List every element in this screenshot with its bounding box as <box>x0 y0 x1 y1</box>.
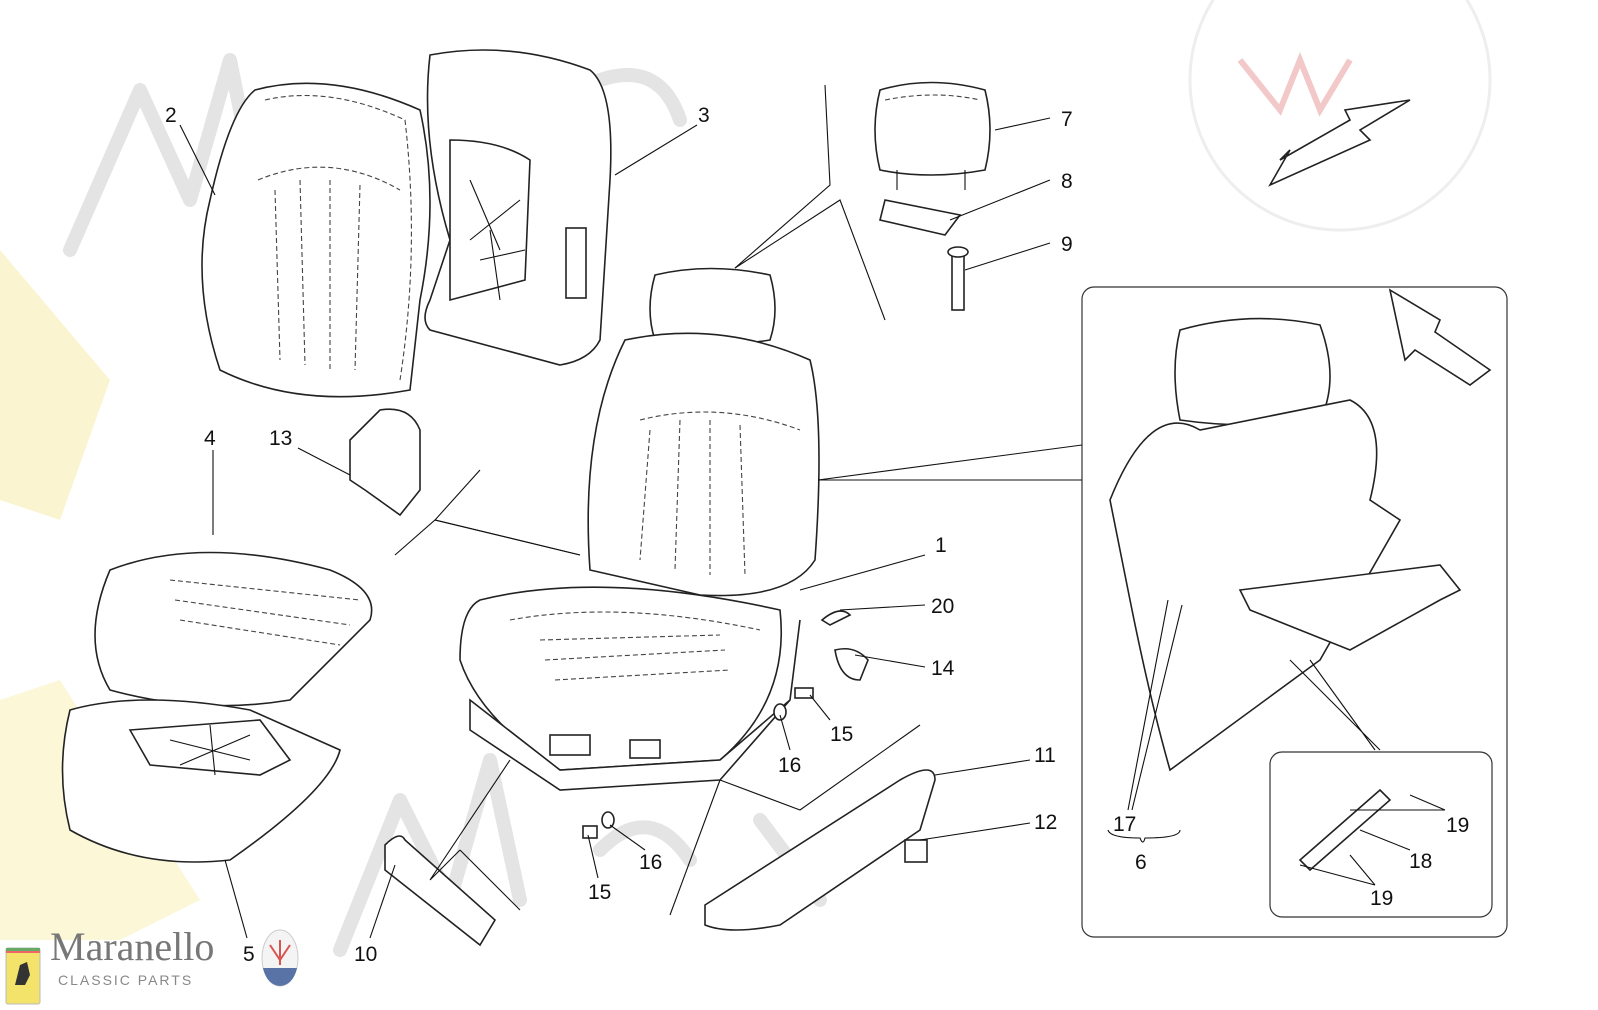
part-backrest-panel[interactable] <box>424 49 612 366</box>
callout-9: 9 <box>1061 233 1073 256</box>
callout-16: 16 <box>778 754 801 777</box>
part-backrest-cover[interactable] <box>201 82 431 398</box>
callout-19b: 19 <box>1370 887 1393 910</box>
part-screw[interactable] <box>582 687 814 839</box>
part-seat-pad[interactable] <box>61 699 341 863</box>
callout-6: 6 <box>1135 851 1147 874</box>
callout-19: 19 <box>1446 814 1469 837</box>
trident-watermark-icon <box>1237 51 1353 117</box>
leader-lines <box>179 84 1446 939</box>
callouts: 1 2 3 4 5 6 7 8 9 10 11 12 13 14 15 15 1… <box>165 104 1469 966</box>
callout-8: 8 <box>1061 170 1073 193</box>
logo-subtitle: CLASSIC PARTS <box>58 972 194 988</box>
callout-11: 11 <box>1034 744 1056 767</box>
callout-18: 18 <box>1409 850 1432 873</box>
part-side-trim[interactable] <box>704 769 936 931</box>
ferrari-badge-icon <box>5 947 41 1005</box>
callout-16b: 16 <box>639 851 662 874</box>
callout-7: 7 <box>1061 108 1073 131</box>
logo-brand: Maranello <box>50 924 215 969</box>
maserati-badge-icon <box>261 929 299 987</box>
callout-17: 17 <box>1113 813 1136 836</box>
callout-20: 20 <box>931 595 954 618</box>
direction-arrow-icon <box>1268 99 1411 187</box>
maserati-watermark-icon <box>1188 0 1492 232</box>
part-seat-assembly[interactable] <box>459 267 820 791</box>
ferrari-watermark-icon <box>0 250 110 520</box>
arrow-icon <box>1388 288 1492 386</box>
callout-5: 5 <box>243 943 255 966</box>
callout-13: 13 <box>269 427 292 450</box>
callout-14: 14 <box>931 657 955 680</box>
callout-4: 4 <box>204 427 216 450</box>
part-bracket[interactable] <box>349 408 421 517</box>
callout-15b: 15 <box>588 881 611 904</box>
part-headrest-plate[interactable] <box>879 199 962 236</box>
part-side-trim-cap[interactable] <box>904 839 928 863</box>
part-washer[interactable] <box>601 703 787 829</box>
part-clip[interactable] <box>820 610 852 626</box>
detail-box <box>1081 286 1508 938</box>
part-trim-front[interactable] <box>384 835 497 947</box>
callout-2: 2 <box>165 104 177 127</box>
callout-3: 3 <box>698 104 710 127</box>
part-seat-cushion-cover[interactable] <box>94 551 373 707</box>
callout-15: 15 <box>830 723 853 746</box>
part-headrest[interactable] <box>874 81 991 191</box>
callout-10: 10 <box>354 943 377 966</box>
callout-12: 12 <box>1034 811 1057 834</box>
part-headrest-guide[interactable] <box>947 246 969 311</box>
callout-1: 1 <box>935 534 947 557</box>
part-cover-cap[interactable] <box>834 647 869 681</box>
